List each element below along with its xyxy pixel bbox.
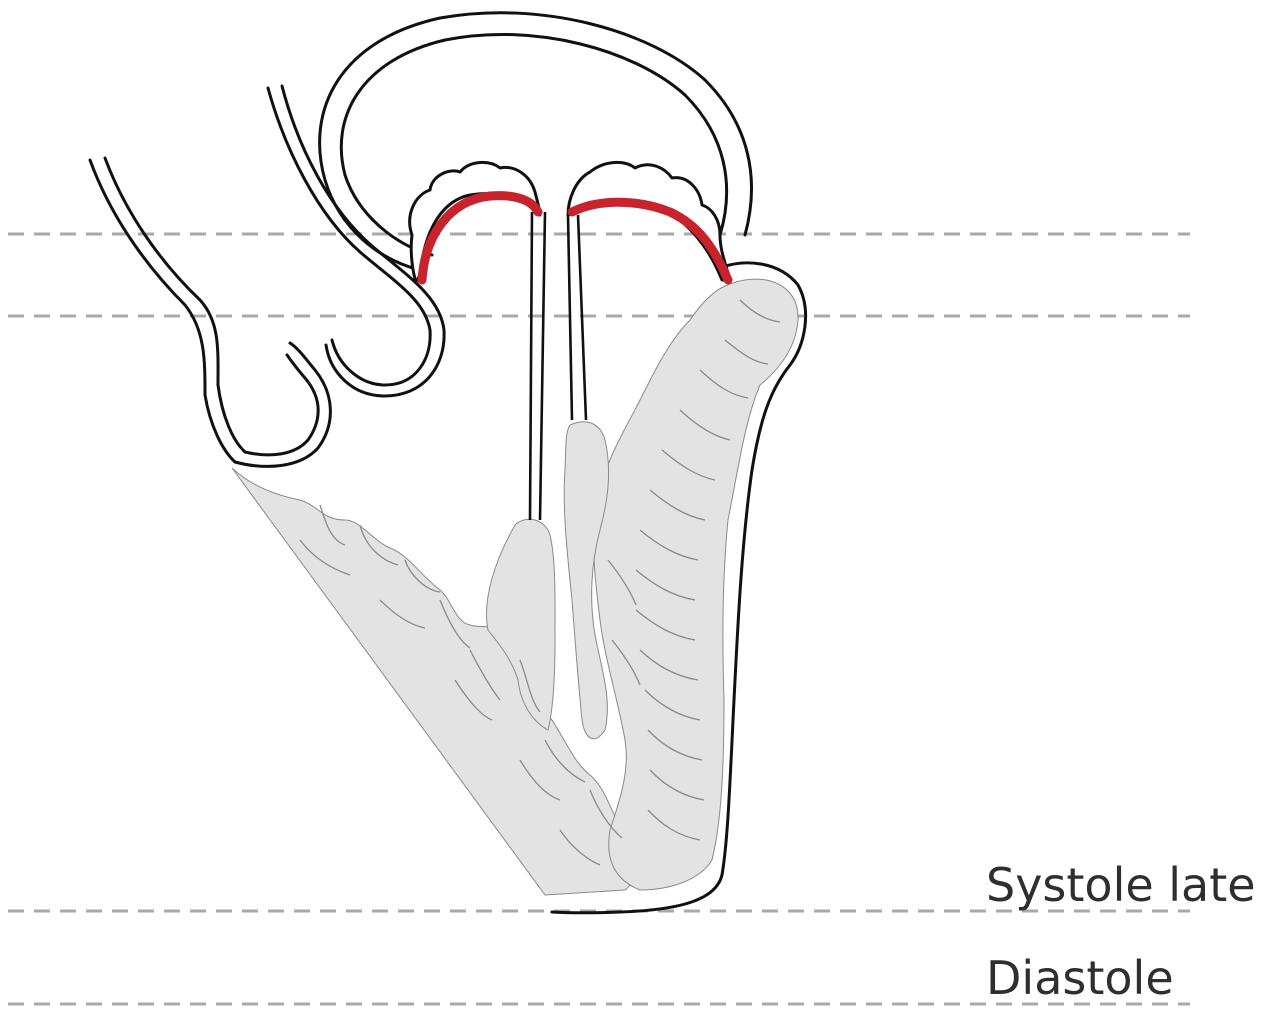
vessel-curve-outer: [268, 88, 430, 385]
pulmonary-vein-inner: [105, 158, 245, 452]
valve-leaflet-right: [568, 162, 730, 280]
atrium-loop: [235, 343, 330, 466]
atrium-loop-inner: [245, 355, 318, 455]
chordae-left: [530, 212, 545, 520]
label-systole-late: Systole late: [986, 862, 1256, 908]
chordae-right: [568, 215, 586, 420]
valve-leaflet-left: [410, 162, 540, 282]
pulmonary-vein-outer: [90, 160, 235, 462]
label-diastole: Diastole: [986, 955, 1174, 1001]
aortic-arch-inner: [341, 34, 726, 255]
